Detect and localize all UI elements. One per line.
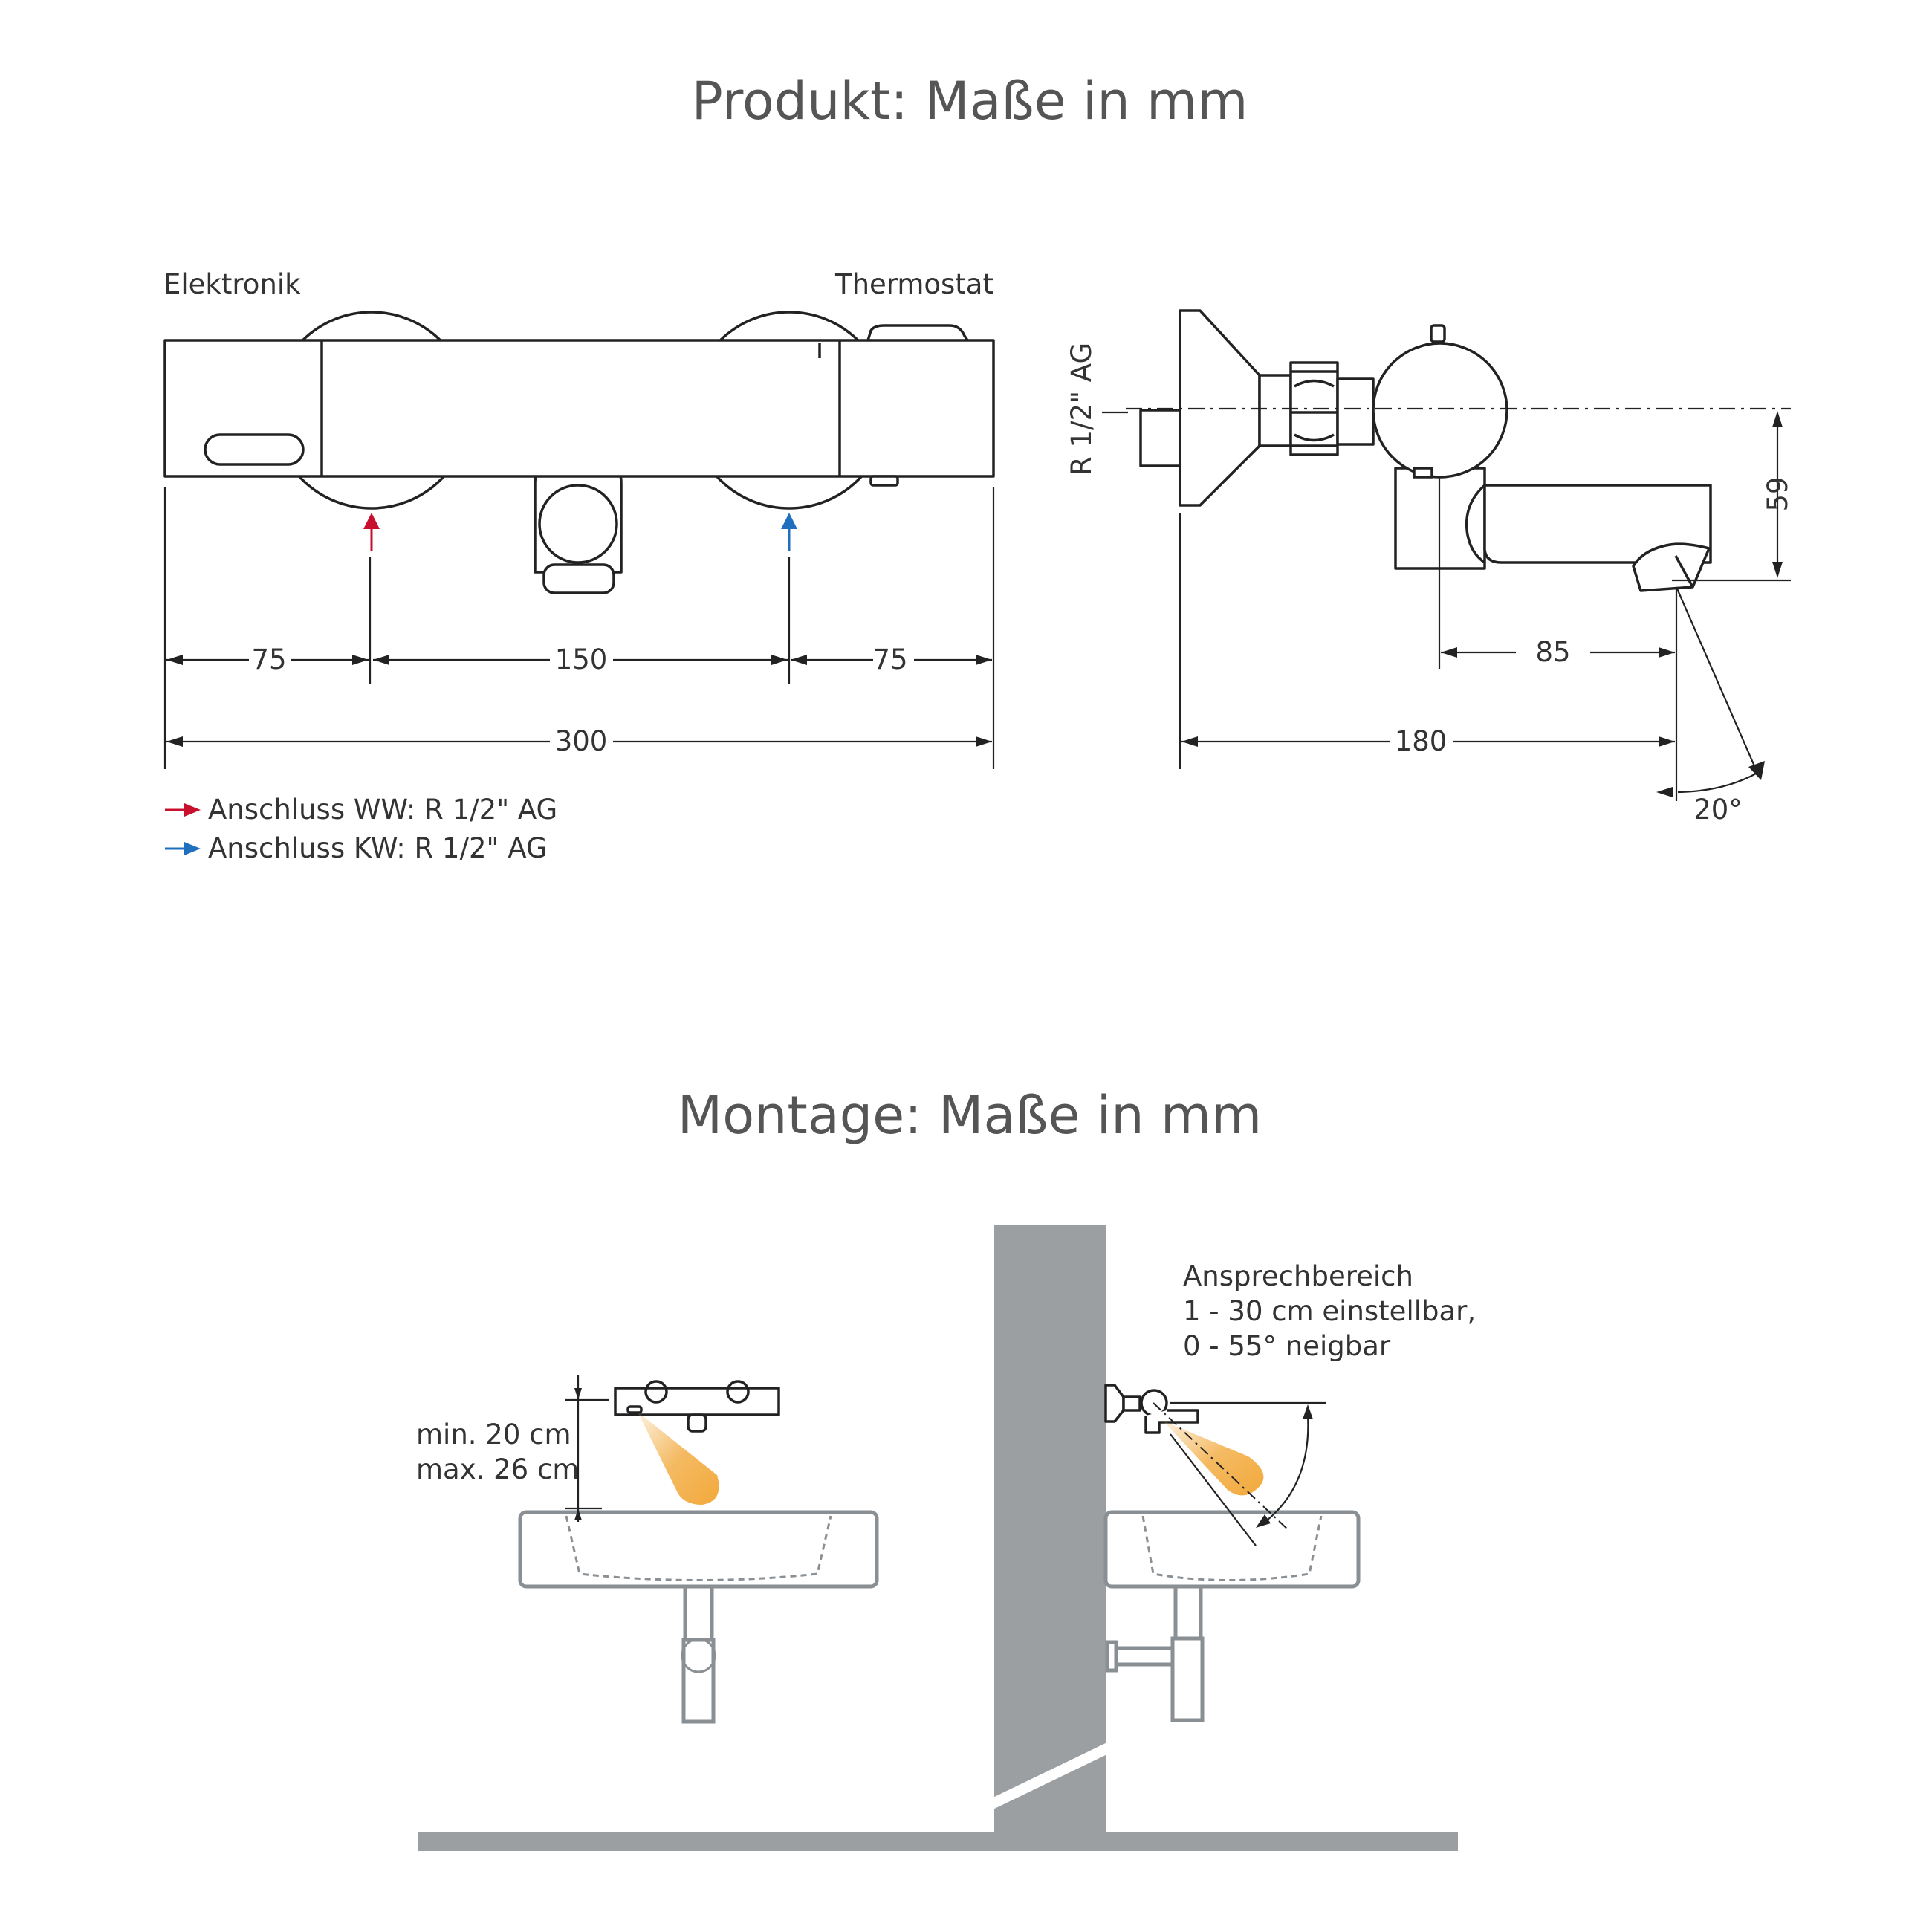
spout-inner xyxy=(1465,484,1486,564)
wall xyxy=(994,1225,1106,1834)
left-basin xyxy=(518,1510,879,1724)
mounting-scene: min. 20 cm max. 26 cm Ansprechbereich 1 … xyxy=(416,1225,1476,1851)
side-handle xyxy=(1372,342,1508,479)
dim-85-arrow-right xyxy=(1659,647,1675,658)
thermostat-notch xyxy=(869,475,899,487)
right-sensor-beam xyxy=(1163,1421,1264,1496)
inlet-pipe xyxy=(1139,409,1181,467)
sensor-range-ext xyxy=(1170,1433,1257,1546)
height-line2: max. 26 cm xyxy=(416,1453,579,1485)
sensor-axis xyxy=(1153,1402,1290,1531)
legend-kw-arrow xyxy=(165,842,201,855)
dim-180-arrow-right xyxy=(1659,736,1675,747)
height-line1: min. 20 cm xyxy=(416,1419,571,1450)
outlet-ring xyxy=(538,484,618,564)
legend-ww-text: Anschluss WW: R 1/2" AG xyxy=(208,794,557,826)
outlet-mouth xyxy=(542,563,615,594)
legend: Anschluss WW: R 1/2" AG Anschluss KW: R … xyxy=(165,794,557,864)
mounting-title: Montage: Maße in mm xyxy=(678,1085,1262,1146)
sensor-angle-arc xyxy=(1262,1415,1309,1524)
right-mixer xyxy=(1104,1384,1199,1434)
legend-ww-arrow xyxy=(165,803,201,817)
right-basin xyxy=(1103,1510,1361,1722)
label-elektronik: Elektronik xyxy=(163,268,301,300)
nut-to-body xyxy=(1336,377,1375,446)
angle-arrow-right xyxy=(1748,761,1765,780)
dim-75-right: 75 xyxy=(872,644,907,675)
wall-break xyxy=(988,1740,1112,1812)
dim-85: 85 xyxy=(1535,636,1570,668)
spout-aerator-line xyxy=(1674,555,1694,588)
dim-59: 59 xyxy=(1762,476,1794,511)
angle-arrow-left xyxy=(1656,787,1673,797)
dim-75-left: 75 xyxy=(251,644,286,675)
handle-bottom xyxy=(1413,467,1433,479)
height-arrow-top xyxy=(574,1388,582,1400)
angle-arc xyxy=(1677,772,1758,794)
label-thermostat: Thermostat xyxy=(834,268,993,300)
left-mixer xyxy=(614,1380,780,1433)
sensor-line3: 0 - 55° neigbar xyxy=(1183,1330,1391,1362)
dim-angle: 20° xyxy=(1693,794,1743,826)
dim-150: 150 xyxy=(555,644,608,675)
dim-row-total xyxy=(166,736,992,747)
dim-85-arrow-left xyxy=(1441,647,1457,658)
left-sensor-beam xyxy=(638,1412,719,1505)
kw-arrow xyxy=(781,513,797,551)
sensor-line1: Ansprechbereich xyxy=(1183,1260,1413,1292)
dim-row-1 xyxy=(166,655,992,665)
angle-ray xyxy=(1675,586,1759,774)
dim-180: 180 xyxy=(1395,725,1448,757)
spout-aerator xyxy=(1632,542,1711,592)
product-title: Produkt: Maße in mm xyxy=(692,71,1248,132)
dim-59-arrow-bottom xyxy=(1772,562,1783,578)
legend-kw-text: Anschluss KW: R 1/2" AG xyxy=(208,832,548,864)
dim-59-arrow-top xyxy=(1772,411,1783,427)
sensor-line2: 1 - 30 cm einstellbar, xyxy=(1183,1295,1476,1327)
side-view: R 1/2" AG 59 85 xyxy=(1066,309,1794,826)
dim-180-arrow-left xyxy=(1181,736,1198,747)
thermostat-cap xyxy=(866,324,971,345)
floor xyxy=(418,1832,1458,1851)
ww-arrow xyxy=(363,513,380,551)
height-arrow-bottom xyxy=(574,1508,582,1520)
top-cap xyxy=(1430,324,1446,343)
sensor-arc-arrow-top xyxy=(1303,1404,1313,1419)
sensor-window xyxy=(204,433,305,466)
connection-label: R 1/2" AG xyxy=(1066,343,1098,476)
sensor-arc-arrow-bottom xyxy=(1256,1514,1271,1528)
front-view: Elektronik Thermostat xyxy=(163,268,995,769)
dim-300: 300 xyxy=(555,725,608,757)
connector-neck xyxy=(1258,374,1292,447)
